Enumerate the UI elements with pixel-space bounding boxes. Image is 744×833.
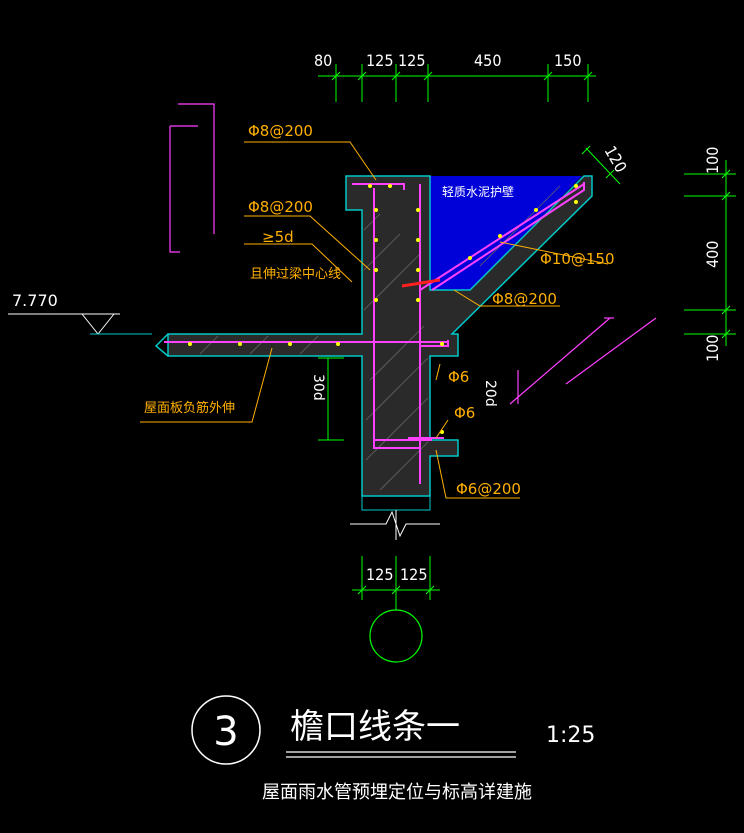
label-rebar-top: Φ8@200 bbox=[248, 122, 313, 140]
detail-number: 3 bbox=[213, 709, 238, 755]
label-rebar-slope2: Φ8@200 bbox=[492, 290, 557, 308]
concrete-outline bbox=[167, 175, 593, 497]
section-bracket-left bbox=[169, 103, 215, 253]
axis-bubble bbox=[369, 609, 423, 663]
label-extend-note: 且伸过梁中心线 bbox=[250, 267, 341, 282]
anchor-mark bbox=[401, 278, 441, 288]
top-dim-4: 450 bbox=[474, 51, 501, 70]
label-rebar-mid: Φ8@200 bbox=[248, 198, 313, 216]
rebar-lines bbox=[164, 182, 585, 484]
label-tie-3: Φ6@200 bbox=[456, 480, 521, 498]
label-tie-2: Φ6 bbox=[454, 404, 475, 422]
label-top-fill: 轻质水泥护壁 bbox=[442, 184, 514, 199]
bottom-dimension-chain bbox=[352, 556, 440, 600]
right-dim-2: 400 bbox=[703, 241, 722, 268]
slope-dim: 120 bbox=[601, 143, 631, 176]
elevation-marker bbox=[8, 313, 152, 335]
label-anchor-length: ≥5d bbox=[262, 228, 294, 246]
label-tie-1: Φ6 bbox=[448, 368, 469, 386]
detail-title: 檐口线条一 bbox=[290, 707, 460, 747]
top-dim-5: 150 bbox=[554, 51, 581, 70]
right-dim-1: 100 bbox=[703, 147, 722, 174]
label-rebar-slope: Φ10@150 bbox=[540, 250, 615, 268]
elevation-value: 7.770 bbox=[12, 291, 58, 310]
right-dimension-chain bbox=[684, 160, 736, 346]
leader-lines bbox=[140, 141, 609, 499]
bottom-dim-1: 125 bbox=[366, 565, 393, 584]
right-dim-3: 100 bbox=[703, 335, 722, 362]
detail-note: 屋面雨水管预埋定位与标高详建施 bbox=[262, 782, 532, 803]
slab-end bbox=[154, 333, 169, 357]
top-dim-1: 80 bbox=[314, 51, 332, 70]
label-slab-note: 屋面板负筋外伸 bbox=[144, 400, 235, 416]
detail-scale: 1:25 bbox=[546, 723, 595, 748]
top-dimension-chain bbox=[318, 64, 596, 102]
drop-dim: 30d bbox=[310, 374, 326, 401]
slope-dimension bbox=[581, 145, 621, 185]
top-dim-2: 125 bbox=[366, 51, 393, 70]
drop-dimension bbox=[318, 357, 344, 441]
detail-number-circle bbox=[191, 695, 261, 765]
lightweight-fill-area bbox=[430, 176, 582, 290]
section-bracket-right bbox=[509, 317, 657, 405]
bottom-dim-2: 125 bbox=[400, 565, 427, 584]
top-dim-3: 125 bbox=[398, 51, 425, 70]
break-symbol bbox=[350, 510, 440, 540]
label-lap: 20d bbox=[482, 380, 498, 407]
